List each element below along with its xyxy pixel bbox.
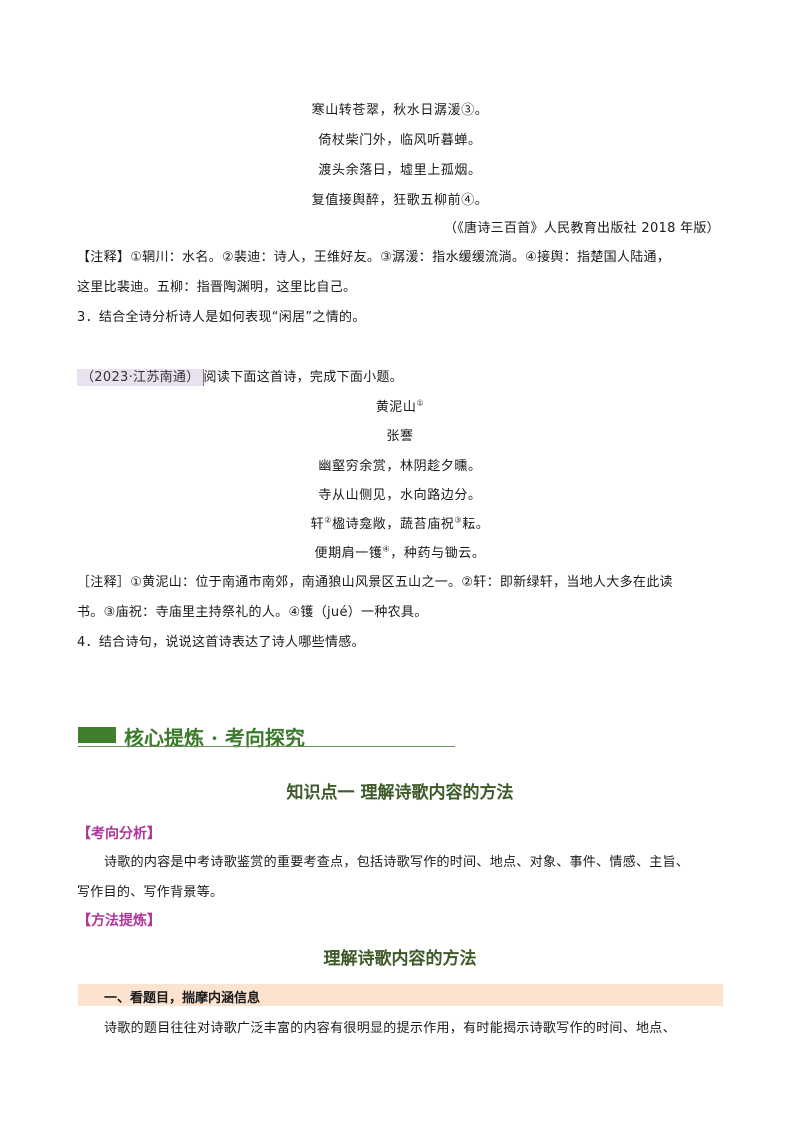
poem2-line-1: 幽壑穷余赏，林阴趁夕曛。	[318, 459, 482, 474]
poem2-line-4-part-b: ，种药与锄云。	[390, 546, 486, 561]
poem2-intro-text: 阅读下面这首诗，完成下面小题。	[203, 370, 404, 385]
source-tag: （2023·江苏南通）	[77, 369, 204, 386]
poem1-note-line-1: 【注释】①辋川：水名。②裴迪：诗人，王维好友。③潺湲：指水缓缓流淌。④接舆：指楚…	[77, 250, 671, 265]
poem2-intro: （2023·江苏南通）阅读下面这首诗，完成下面小题。	[77, 366, 404, 386]
step-1-text: 诗歌的题目往往对诗歌广泛丰富的内容有很明显的提示作用，有时能揭示诗歌写作的时间、…	[104, 1021, 676, 1036]
banner-green-bar	[78, 727, 116, 743]
banner-underline	[78, 746, 455, 747]
analysis-line-1: 诗歌的内容是中考诗歌鉴赏的重要考查点，包括诗歌写作的时间、地点、对象、事件、情感…	[104, 855, 690, 870]
poem1-line-2: 倚杖柴门外，临风听暮蝉。	[318, 133, 482, 148]
poem1-line-1: 寒山转苍翠，秋水日潺湲③。	[311, 103, 489, 118]
poem2-note-line-2: 书。③庙祝：寺庙里主持祭礼的人。④镬（jué）一种农具。	[77, 605, 428, 620]
method-title: 理解诗歌内容的方法	[323, 949, 477, 969]
poem2-line-3: 轩②楹诗龛敞，蔬苔庙祝③耘。	[0, 513, 800, 532]
poem2-line-4-part-a: 便期肩一镬	[314, 546, 383, 561]
poem2-line-4: 便期肩一镬④，种药与锄云。	[0, 542, 800, 561]
poem2-title-sup: ①	[416, 398, 425, 408]
poem1-line-4: 复值接舆醉，狂歌五柳前④。	[311, 193, 489, 208]
poem2-author: 张謇	[386, 429, 414, 444]
step-1-highlight	[78, 984, 723, 1006]
poem2-line-3-part-c: 耘。	[462, 517, 490, 532]
poem1-note-line-2: 这里比裴迪。五柳：指晋陶渊明，这里比自己。	[77, 280, 357, 295]
step-1-heading: 一、看题目，揣摩内涵信息	[104, 991, 261, 1006]
poem2-note-line-1: ［注释］①黄泥山：位于南通市南郊，南通狼山风景区五山之一。②轩：即新绿轩，当地人…	[77, 575, 673, 590]
poem2-title-text: 黄泥山	[375, 400, 417, 415]
method-label: 【方法提炼】	[77, 913, 161, 929]
analysis-label: 【考向分析】	[77, 826, 161, 842]
poem1-line-3: 渡头余落日，墟里上孤烟。	[318, 163, 482, 178]
poem2-line-3-part-a: 轩	[310, 517, 325, 532]
poem2-line-4-sup: ④	[382, 544, 391, 554]
poem2-line-3-sup-1: ②	[324, 515, 332, 525]
poem2-line-3-part-b: 楹诗龛敞，蔬苔庙祝	[332, 517, 455, 532]
question-3: 3．结合全诗分析诗人是如何表现“闲居”之情的。	[77, 310, 366, 325]
poem2-title: 黄泥山①	[0, 396, 800, 415]
knowledge-point-title: 知识点一 理解诗歌内容的方法	[286, 783, 514, 803]
poem1-source: （《唐诗三百首》人民教育出版社 2018 年版）	[443, 221, 720, 236]
poem2-line-3-sup-2: ③	[454, 515, 463, 525]
question-4: 4．结合诗句，说说这首诗表达了诗人哪些情感。	[77, 635, 365, 650]
poem2-line-2: 寺从山侧见，水向路边分。	[318, 488, 482, 503]
analysis-line-2: 写作目的、写作背景等。	[77, 885, 224, 900]
